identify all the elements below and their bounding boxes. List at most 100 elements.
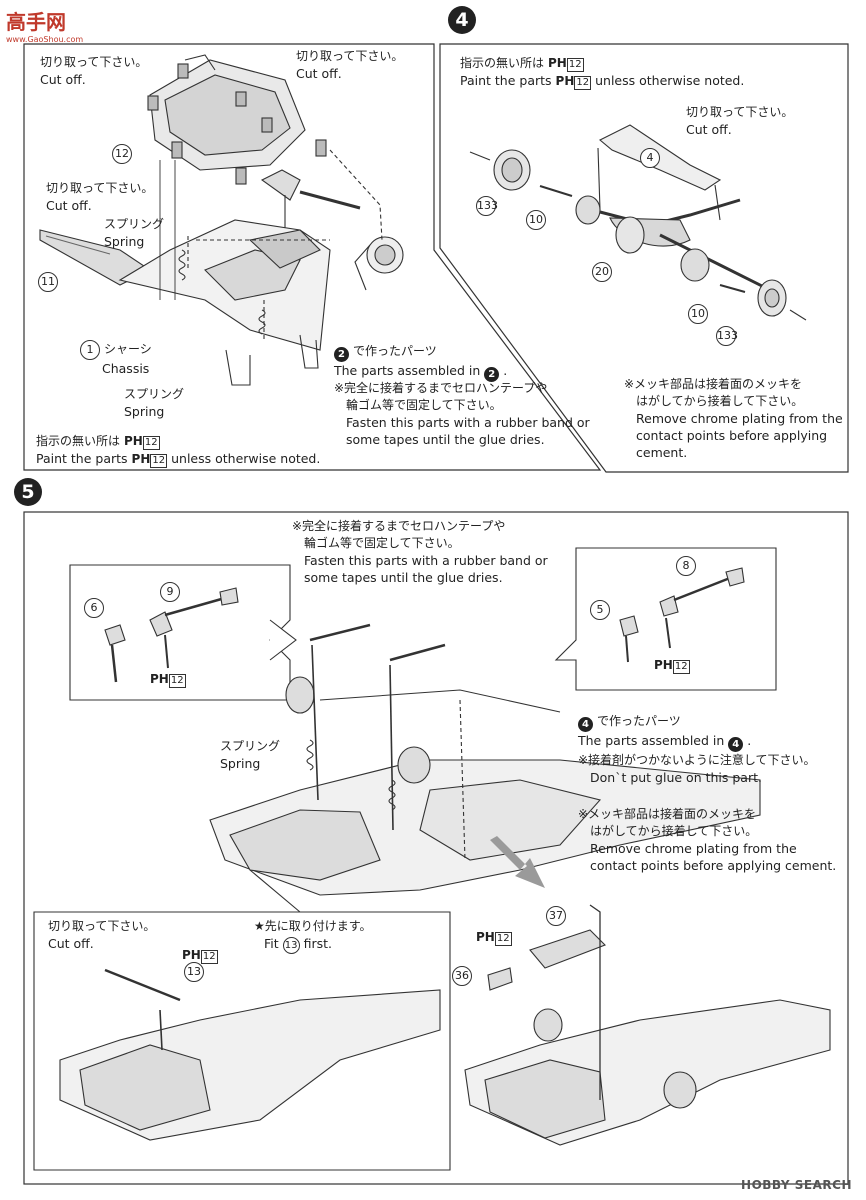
- fit-first-en: Fit: [264, 936, 279, 951]
- paint-jp: 指示の無い所は: [36, 434, 121, 448]
- part-number-37: 37: [546, 906, 566, 926]
- part-number-13-inline: 13: [282, 937, 300, 954]
- tape-note-2: ※完全に接着するまでセロハンテープや 輪ゴム等で固定して下さい。 Fasten …: [292, 518, 548, 586]
- paint-jp: 指示の無い所は: [460, 56, 545, 70]
- cutoff-jp: 切り取って下さい。: [40, 55, 148, 69]
- part-number-4: 4: [640, 148, 660, 168]
- chrome-jp-2: はがしてから接着して下さい。: [590, 824, 758, 838]
- fit-first-jp: ★先に取り付けます。: [254, 919, 372, 933]
- cutoff-en: Cut off.: [46, 198, 92, 213]
- part-number-13: 13: [184, 962, 204, 982]
- fit-first-note: ★先に取り付けます。 Fit 13 first.: [254, 918, 372, 954]
- spring-label-2: スプリング Spring: [124, 386, 184, 420]
- hobby-search-watermark: HOBBY SEARCH: [741, 1178, 852, 1192]
- ph-number: 12: [200, 950, 218, 964]
- ph-number: 12: [168, 674, 186, 688]
- chassis-jp: シャーシ: [103, 342, 152, 356]
- spring-jp: スプリング: [124, 387, 185, 401]
- step-ref-badge: 4: [728, 737, 744, 752]
- cutoff-jp: 切り取って下さい。: [46, 181, 154, 195]
- assembled-jp: で作ったパーツ: [352, 344, 437, 358]
- part-number-9: 9: [160, 582, 180, 602]
- spring-label-1: スプリング Spring: [104, 216, 164, 250]
- chrome-jp-2: はがしてから接着して下さい。: [636, 394, 804, 408]
- part-number-8: 8: [676, 556, 696, 576]
- logo-text: 高手网: [6, 10, 66, 34]
- cutoff-note-1: 切り取って下さい。 Cut off.: [40, 54, 147, 88]
- assembled-note-4: 4 で作ったパーツ The parts assembled in 4 . ※接着…: [578, 714, 816, 785]
- ph-symbol: PH: [548, 56, 567, 70]
- ph-number: 12: [566, 58, 584, 72]
- panel-top-right-frame: [439, 43, 849, 473]
- assembled-jp: で作ったパーツ: [596, 714, 681, 728]
- cutoff-en: Cut off.: [686, 122, 732, 137]
- step-5-badge: 5: [14, 478, 42, 506]
- tape-en-2: some tapes until the glue dries.: [346, 432, 545, 447]
- chassis-upper-drawing: [39, 54, 404, 386]
- bottom-drawings: [33, 547, 831, 1171]
- ph-number: 12: [150, 454, 168, 468]
- cutoff-jp: 切り取って下さい。: [48, 919, 156, 933]
- cutoff-en: Cut off.: [40, 72, 86, 87]
- tape-jp-2: 輪ゴム等で固定して下さい。: [346, 398, 502, 412]
- tape-jp-2: 輪ゴム等で固定して下さい。: [304, 536, 460, 550]
- ph-number: 12: [494, 932, 512, 946]
- step-ref-badge: 4: [578, 717, 593, 732]
- spring-jp: スプリング: [104, 217, 165, 231]
- assembled-en: The parts assembled in: [578, 733, 725, 748]
- spring-en: Spring: [104, 234, 145, 249]
- ph-symbol: PH: [654, 658, 673, 672]
- cutoff-note-3: 切り取って下さい。 Cut off.: [46, 180, 153, 214]
- chrome-note-1: ※メッキ部品は接着面のメッキを はがしてから接着して下さい。 Remove ch…: [624, 376, 843, 461]
- ph-number: 12: [574, 76, 592, 90]
- chrome-en-1: Remove chrome plating from the: [590, 841, 797, 856]
- cutoff-note-4: 切り取って下さい。 Cut off.: [686, 104, 793, 138]
- ph-symbol: PH: [124, 434, 143, 448]
- cutoff-note-2: 切り取って下さい。 Cut off.: [296, 48, 403, 82]
- chassis-label: 1 シャーシ Chassis: [80, 340, 152, 377]
- panel-top-left-frame: [23, 43, 602, 471]
- tape-jp-1: ※完全に接着するまでセロハンテープや: [292, 519, 506, 533]
- part-number-10b: 10: [688, 304, 708, 324]
- site-logo: 高手网 www.GaoShou.com: [6, 6, 83, 44]
- cutoff-en: Cut off.: [48, 936, 94, 951]
- noglue-en: Don`t put glue on this part.: [590, 770, 762, 785]
- cutoff-jp: 切り取って下さい。: [296, 49, 404, 63]
- assembled-note-2: 2 で作ったパーツ The parts assembled in 2 .: [334, 344, 508, 382]
- part-number-12: 12: [112, 144, 132, 164]
- assembled-en: The parts assembled in: [334, 363, 481, 378]
- cutoff-jp: 切り取って下さい。: [686, 105, 794, 119]
- spring-label-3: スプリング Spring: [220, 738, 280, 772]
- cutoff-en: Cut off.: [296, 66, 342, 81]
- chrome-en-3: cement.: [636, 445, 688, 460]
- fit-first-en-2: first.: [303, 936, 333, 951]
- part-number-10: 10: [526, 210, 546, 230]
- panel-bottom-frame: [23, 511, 849, 1185]
- part-number-1: 1: [80, 340, 100, 360]
- ph-symbol: PH: [182, 948, 201, 962]
- ph-number: 12: [672, 660, 690, 674]
- part-number-133b: 133: [716, 326, 738, 346]
- spring-jp: スプリング: [220, 739, 281, 753]
- part-number-5: 5: [590, 600, 610, 620]
- spring-en: Spring: [220, 756, 261, 771]
- part-number-133: 133: [476, 196, 498, 216]
- tape-note-1: ※完全に接着するまでセロハンテープや 輪ゴム等で固定して下さい。 Fasten …: [334, 380, 590, 448]
- rear-axle-drawing: [469, 124, 807, 321]
- part-number-11: 11: [38, 272, 58, 292]
- noglue-jp: ※接着剤がつかないように注意して下さい。: [578, 753, 816, 767]
- part-number-6: 6: [84, 598, 104, 618]
- tape-en-1: Fasten this parts with a rubber band or: [346, 415, 590, 430]
- ph-symbol: PH: [476, 930, 495, 944]
- paint-en: Paint the parts: [460, 73, 552, 88]
- paint-en: Paint the parts: [36, 451, 128, 466]
- logo-subtext: www.GaoShou.com: [6, 35, 84, 44]
- chrome-note-2: ※メッキ部品は接着面のメッキを はがしてから接着して下さい。 Remove ch…: [578, 806, 836, 874]
